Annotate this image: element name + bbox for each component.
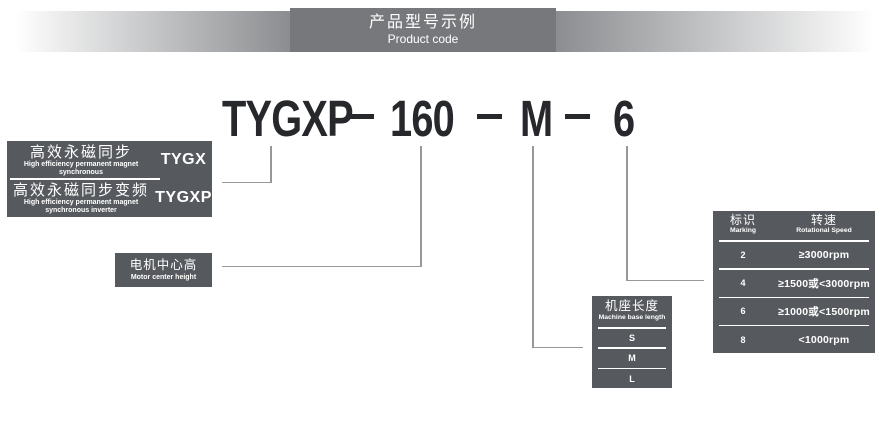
page-title-en: Product code	[387, 32, 459, 46]
speed-table-row: 6 ≥1000或<1500rpm	[713, 298, 875, 325]
speed-table-row: 4 ≥1500或<3000rpm	[713, 270, 875, 297]
base-length-label-cn: 机座长度	[604, 299, 659, 313]
base-length-divider	[598, 367, 666, 370]
series-box-divider	[10, 178, 160, 180]
speed-range-value: ≥3000rpm	[798, 248, 850, 261]
connector-frame-horizontal	[222, 265, 422, 267]
base-length-divider	[598, 327, 666, 329]
code-segment-speed-marking: 6	[613, 90, 635, 147]
speed-table-divider	[719, 296, 869, 298]
code-segment-series: TYGXP	[222, 90, 354, 147]
base-length-label-en: Machine base length	[598, 314, 666, 321]
series-tygx-label-cn: 高效永磁同步	[29, 143, 132, 161]
base-length-divider	[598, 347, 666, 349]
connector-length-vertical	[532, 146, 534, 348]
speed-marking-value: 6	[740, 306, 746, 317]
center-height-label-en: Motor center height	[130, 274, 197, 281]
speed-range-value: <1000rpm	[798, 333, 850, 346]
page-title-cn: 产品型号示例	[368, 14, 477, 31]
connector-series-horizontal	[222, 181, 272, 183]
speed-table-header-marking-en: Marking	[729, 227, 757, 234]
connector-length-horizontal	[532, 346, 583, 348]
connector-speed-horizontal	[626, 279, 704, 281]
speed-marking-value: 2	[740, 249, 746, 260]
base-length-option-m: M	[628, 353, 636, 364]
speed-table-header-speed-cn: 转速	[810, 213, 837, 227]
series-tygx-label-en: High efficiency permanent magnet synchro…	[23, 160, 139, 176]
center-height-box: 电机中心高 Motor center height	[115, 253, 212, 287]
base-length-header: 机座长度 Machine base length	[592, 296, 672, 327]
series-row-tygx: 高效永磁同步 High efficiency permanent magnet …	[7, 141, 212, 178]
code-separator-3	[565, 114, 590, 119]
code-segment-base-length: M	[520, 90, 553, 147]
code-separator-1	[347, 114, 374, 119]
header-title-box: 产品型号示例 Product code	[290, 8, 556, 52]
speed-table-divider	[719, 268, 869, 270]
speed-marking-value: 4	[740, 278, 746, 289]
speed-marking-value: 8	[740, 334, 746, 345]
center-height-label-cn: 电机中心高	[129, 258, 198, 272]
series-legend-box: 高效永磁同步 High efficiency permanent magnet …	[7, 141, 212, 217]
series-tygxp-label-cn: 高效永磁同步变频	[12, 182, 149, 200]
header-gradient-left	[15, 11, 290, 52]
code-segment-frame-size: 160	[390, 90, 455, 147]
base-length-box: 机座长度 Machine base length S M L	[592, 296, 672, 388]
series-tygx-code: TYGX	[160, 150, 207, 168]
speed-range-value: ≥1000或<1500rpm	[778, 305, 870, 318]
speed-table-row: 8 <1000rpm	[713, 326, 875, 353]
speed-marking-table: 标识 Marking 转速 Rotational Speed 2 ≥3000rp…	[713, 211, 875, 353]
base-length-option-s: S	[628, 332, 635, 343]
base-length-option-l: L	[629, 373, 635, 384]
series-tygxp-label-en: High efficiency permanent magnet synchro…	[23, 199, 139, 215]
speed-table-header: 标识 Marking 转速 Rotational Speed	[713, 211, 875, 240]
speed-table-divider	[719, 324, 869, 327]
series-tygxp-code: TYGXP	[155, 189, 212, 207]
connector-series-vertical	[270, 146, 272, 183]
header-gradient-right	[556, 11, 875, 52]
series-row-tygxp: 高效永磁同步变频 High efficiency permanent magne…	[7, 180, 212, 217]
connector-speed-vertical	[626, 146, 628, 281]
speed-range-value: ≥1500或<3000rpm	[778, 277, 870, 290]
speed-table-divider	[719, 240, 869, 242]
speed-table-row: 2 ≥3000rpm	[713, 242, 875, 269]
code-separator-2	[477, 114, 502, 119]
speed-table-header-marking-cn: 标识	[729, 213, 756, 227]
speed-table-header-speed-en: Rotational Speed	[796, 227, 852, 234]
connector-frame-vertical	[420, 146, 422, 267]
